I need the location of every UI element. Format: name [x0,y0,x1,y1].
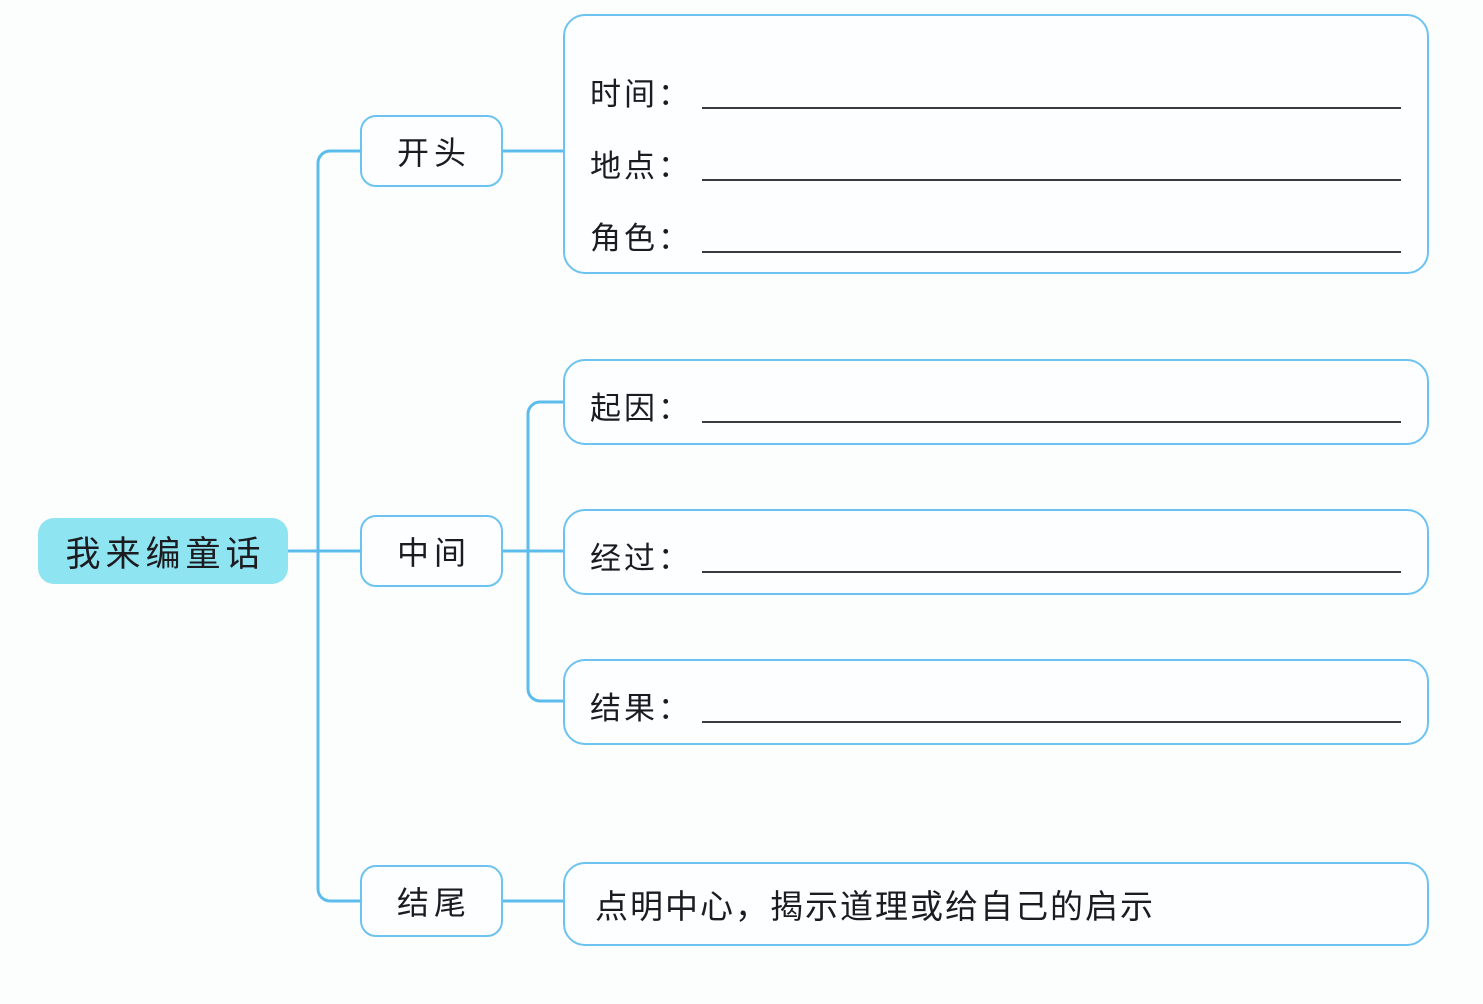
field-blank-place[interactable] [702,179,1401,181]
content-box-beginning: 时间： 地点： 角色： [563,14,1429,274]
branch-label-ending: 结尾 [396,885,471,921]
content-box-result: 结果： [563,659,1429,745]
field-label-place: 地点： [590,149,692,184]
root-node[interactable]: 我来编童话 [38,518,288,584]
field-row-cause[interactable]: 起因： [590,382,1401,426]
branch-label-middle: 中间 [396,535,471,571]
content-box-cause: 起因： [563,359,1429,445]
field-label-time: 时间： [590,77,692,112]
content-box-process: 经过： [563,509,1429,595]
field-label-role: 角色： [590,221,692,256]
field-row-time[interactable]: 时间： [590,68,1401,112]
field-label-result: 结果： [590,691,692,726]
branch-node-ending[interactable]: 结尾 [360,865,503,937]
field-blank-time[interactable] [702,107,1401,109]
connector-trunk [316,149,360,903]
branch-label-beginning: 开头 [396,135,471,171]
field-row-role[interactable]: 角色： [590,212,1401,256]
field-blank-cause[interactable] [702,421,1401,423]
field-row-place[interactable]: 地点： [590,140,1401,184]
ending-text: 点明中心，揭示道理或给自己的启示 [595,890,1155,926]
field-row-process[interactable]: 经过： [590,532,1401,576]
field-blank-process[interactable] [702,571,1401,573]
field-row-result[interactable]: 结果： [590,682,1401,726]
field-blank-result[interactable] [702,721,1401,723]
branch-node-beginning[interactable]: 开头 [360,115,503,187]
content-box-ending: 点明中心，揭示道理或给自己的启示 [563,862,1429,946]
root-label: 我来编童话 [65,534,266,574]
field-blank-role[interactable] [702,251,1401,253]
branch-node-middle[interactable]: 中间 [360,515,503,587]
field-label-process: 经过： [590,541,692,576]
field-label-cause: 起因： [590,391,692,426]
